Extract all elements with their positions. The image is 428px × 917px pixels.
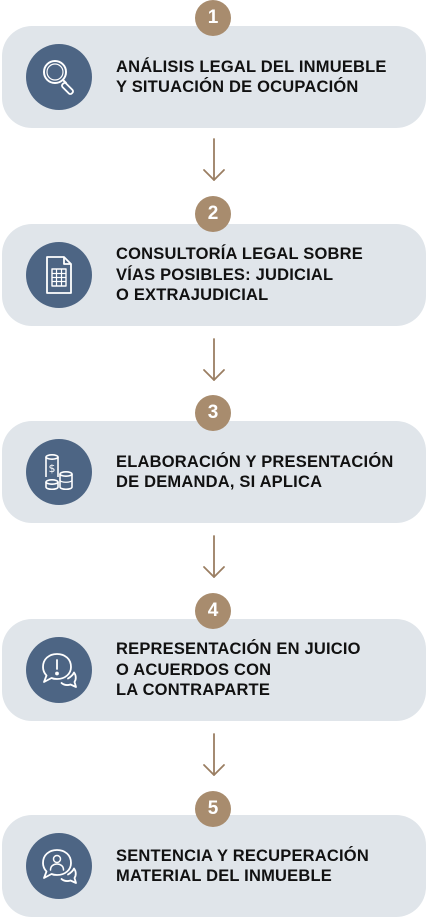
step-label: ELABORACIÓN Y PRESENTACIÓN DE DEMANDA, S… xyxy=(116,446,421,498)
step-label-line: REPRESENTACIÓN EN JUICIO xyxy=(116,640,361,659)
svg-text:$: $ xyxy=(49,462,56,475)
step-label-line: LA CONTRAPARTE xyxy=(116,681,271,700)
step-number-badge: 5 xyxy=(195,791,231,827)
step-number-badge: 1 xyxy=(195,0,231,36)
step-icon-circle: $ xyxy=(26,439,92,505)
step-label-line: Y SITUACIÓN DE OCUPACIÓN xyxy=(116,78,359,96)
down-arrow-icon xyxy=(203,535,225,578)
step-label-line: MATERIAL DEL INMUEBLE xyxy=(116,867,332,885)
step-label: SENTENCIA Y RECUPERACIÓN MATERIAL DEL IN… xyxy=(116,840,421,892)
step-label-line: SENTENCIA Y RECUPERACIÓN xyxy=(116,846,369,865)
step-label-line: O EXTRAJUDICIAL xyxy=(116,286,269,305)
down-arrow-icon xyxy=(203,338,225,381)
step-label-line: ANÁLISIS LEGAL DEL INMUEBLE xyxy=(116,57,387,76)
step-icon-circle xyxy=(26,637,92,703)
step-card: $ ELABORACIÓN Y PRESENTACIÓN DE DEMANDA,… xyxy=(2,421,426,523)
step-label: CONSULTORÍA LEGAL SOBRE VÍAS POSIBLES: J… xyxy=(116,238,421,312)
down-arrow-icon xyxy=(203,733,225,776)
step-label-line: VÍAS POSIBLES: JUDICIAL xyxy=(116,265,334,284)
down-arrow-icon xyxy=(203,138,225,181)
step-number-badge: 2 xyxy=(195,196,231,232)
step-number-badge: 4 xyxy=(195,593,231,629)
step-label-line: O ACUERDOS CON xyxy=(116,660,272,679)
chat-alert-icon xyxy=(42,653,77,688)
step-label: ANÁLISIS LEGAL DEL INMUEBLE Y SITUACIÓN … xyxy=(116,51,421,103)
step-icon-circle xyxy=(26,242,92,308)
step-number-badge: 3 xyxy=(195,395,231,431)
step-card: ANÁLISIS LEGAL DEL INMUEBLE Y SITUACIÓN … xyxy=(2,26,426,128)
chat-user-icon xyxy=(42,849,77,884)
step-card: SENTENCIA Y RECUPERACIÓN MATERIAL DEL IN… xyxy=(2,815,426,917)
step-icon-circle xyxy=(26,44,92,110)
step-label-line: ELABORACIÓN Y PRESENTACIÓN xyxy=(116,452,394,471)
magnifier-icon xyxy=(43,60,74,95)
step-label-line: DE DEMANDA, SI APLICA xyxy=(116,473,323,491)
coins-icon: $ xyxy=(45,454,73,491)
spreadsheet-document-icon xyxy=(46,256,72,294)
step-label-line: CONSULTORÍA LEGAL SOBRE xyxy=(116,245,363,264)
step-icon-circle xyxy=(26,833,92,899)
step-label: REPRESENTACIÓN EN JUICIO O ACUERDOS CON … xyxy=(116,633,421,707)
step-card: REPRESENTACIÓN EN JUICIO O ACUERDOS CON … xyxy=(2,619,426,721)
step-card: CONSULTORÍA LEGAL SOBRE VÍAS POSIBLES: J… xyxy=(2,224,426,326)
